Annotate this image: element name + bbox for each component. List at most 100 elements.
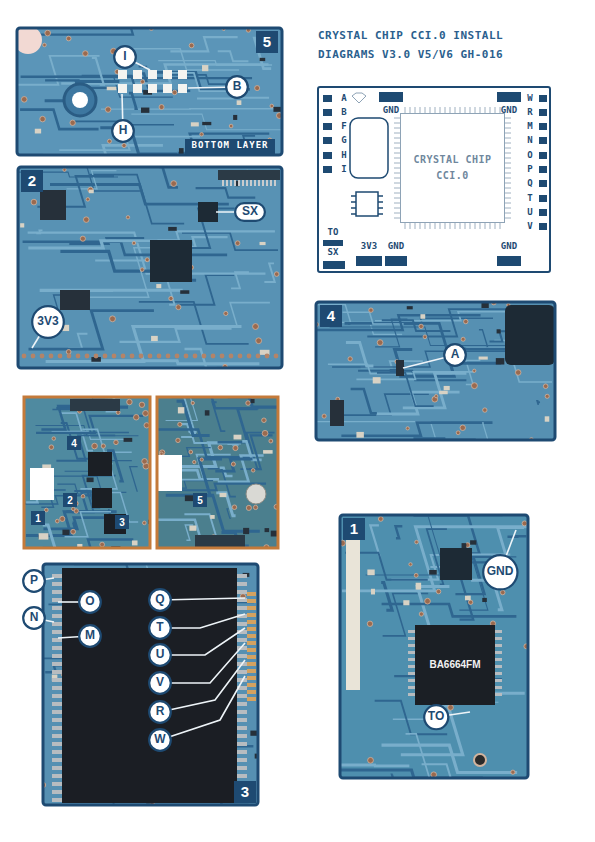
- pcb-trace: [26, 512, 117, 536]
- chip-pin: [495, 637, 502, 640]
- pin-label: W: [527, 94, 532, 104]
- gold-pad: [247, 655, 256, 659]
- solder-pad: [323, 137, 332, 144]
- solder-pad: [163, 84, 172, 93]
- via: [142, 459, 148, 465]
- smd-part: [189, 525, 196, 530]
- chip-pin: [237, 670, 247, 674]
- ic-chip: [92, 488, 112, 508]
- pcb-trace: [218, 51, 249, 61]
- chip-pin: [475, 223, 476, 229]
- via: [145, 258, 149, 262]
- via: [45, 30, 51, 36]
- node-text: 4: [327, 308, 335, 325]
- node-text: B: [233, 80, 242, 93]
- callout-ring: [79, 625, 101, 647]
- chip-pin: [237, 718, 247, 722]
- callout-letter: P: [22, 569, 46, 593]
- pcb-trace: [66, 492, 96, 512]
- smd-part: [420, 314, 425, 319]
- via: [160, 452, 163, 455]
- smd-part: [444, 386, 450, 390]
- callout-ring: [424, 705, 448, 729]
- chip-outline: CRYSTAL CHIP CCI.0: [400, 113, 505, 223]
- chip-pin: [351, 195, 356, 197]
- callout-ring: [112, 120, 134, 142]
- solder-pad: [323, 152, 332, 159]
- pcb-trace: [375, 319, 407, 347]
- chip-pin: [495, 651, 502, 654]
- callout-letter: O: [78, 590, 102, 614]
- via: [464, 319, 468, 323]
- chip-pin: [495, 672, 502, 675]
- chip-pin: [52, 686, 62, 690]
- via: [256, 338, 262, 344]
- chip-pin: [237, 590, 247, 594]
- callout-ring: [149, 672, 171, 694]
- chip-pin: [435, 223, 436, 229]
- pin-label: O: [527, 151, 532, 161]
- pcb-photo: [340, 515, 528, 778]
- via: [545, 394, 549, 398]
- solder-pad: [356, 256, 382, 266]
- via: [425, 598, 431, 604]
- via: [423, 335, 427, 339]
- via: [483, 408, 487, 412]
- panel-frame: [340, 515, 528, 778]
- panel-frame: [17, 28, 282, 155]
- solder-pad: [497, 256, 521, 266]
- via: [108, 139, 112, 143]
- pcb-trace: [68, 334, 87, 349]
- pin-hole: [49, 354, 54, 359]
- smd-part: [202, 122, 211, 125]
- solder-pad: [323, 123, 332, 130]
- pcb-trace: [48, 167, 140, 191]
- via: [72, 507, 75, 510]
- chip-pin: [505, 148, 511, 149]
- chip-pin: [237, 774, 247, 778]
- chip-pin: [52, 614, 62, 618]
- chip-pin: [378, 207, 383, 209]
- smd-part: [151, 336, 158, 341]
- callout-ring: [79, 591, 101, 613]
- ic-chip: [62, 568, 237, 803]
- pin-label: M: [527, 122, 532, 132]
- chip-pin: [485, 223, 486, 229]
- node-text: 5: [197, 495, 203, 506]
- solder-pad: [148, 84, 157, 93]
- chip-pin: [237, 702, 247, 706]
- via: [45, 508, 49, 512]
- via: [255, 86, 260, 91]
- panel-number: 2: [21, 170, 43, 192]
- via: [414, 573, 418, 577]
- via: [368, 757, 374, 763]
- pcb-trace: [90, 175, 184, 224]
- chip-pin: [237, 758, 247, 762]
- connector-pin: [254, 180, 256, 186]
- chip-pin: [450, 223, 451, 229]
- chip-pin: [237, 726, 247, 730]
- ic-chip: [415, 625, 495, 705]
- solder-pad: [323, 95, 332, 102]
- chip-board-diagram: [318, 87, 550, 272]
- via: [262, 430, 268, 436]
- panel-number: 1: [343, 518, 365, 540]
- pcb-board: [24, 397, 150, 548]
- pcb-trace: [381, 745, 517, 772]
- chip-pin: [378, 213, 383, 215]
- chip-pin: [52, 702, 62, 706]
- connector-pin: [274, 180, 276, 186]
- cutout: [158, 455, 182, 491]
- via: [436, 589, 440, 593]
- gold-pad: [247, 620, 256, 624]
- cutout: [30, 468, 54, 500]
- via: [419, 612, 423, 616]
- smd-part: [396, 360, 404, 376]
- connector-pin: [226, 180, 228, 186]
- via: [133, 414, 139, 420]
- chip-pin: [495, 223, 496, 229]
- via: [415, 540, 419, 544]
- callout-letter: T: [148, 616, 172, 640]
- via: [191, 401, 194, 404]
- via: [246, 505, 251, 510]
